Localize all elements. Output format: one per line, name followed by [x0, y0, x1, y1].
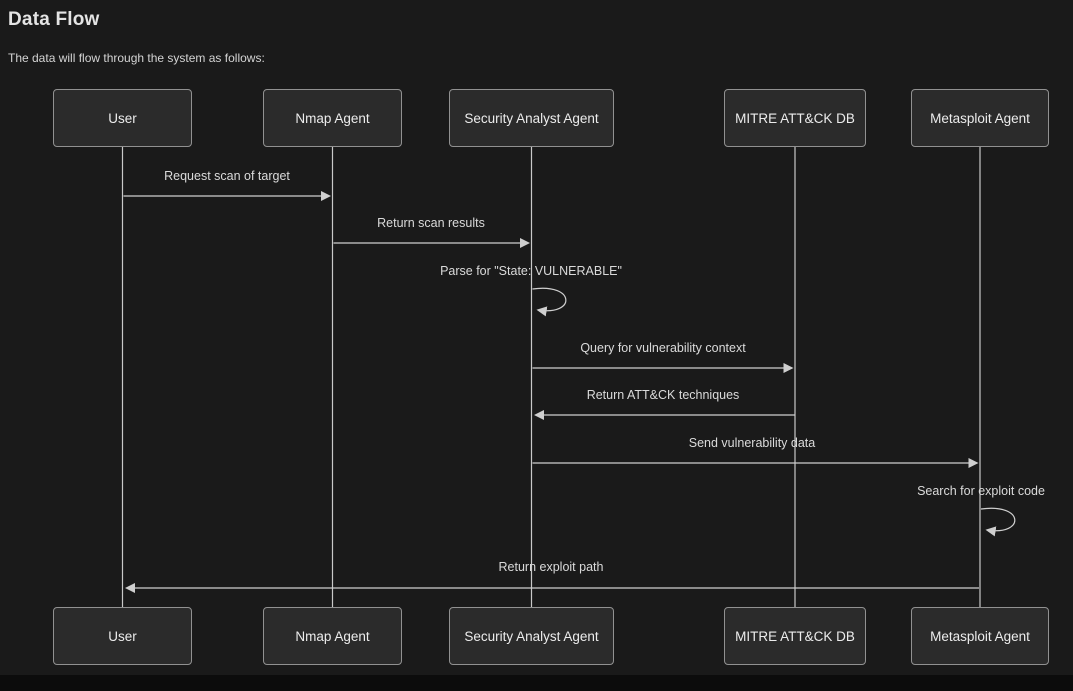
actor-metasploit-agent-top: Metasploit Agent [911, 89, 1049, 147]
message-return-attck-techniques: Return ATT&CK techniques [586, 388, 740, 402]
actor-user-bottom: User [53, 607, 192, 665]
message-parse-state-vulnerable: Parse for "State: VULNERABLE" [440, 264, 622, 278]
message-return-exploit-path: Return exploit path [498, 560, 604, 574]
message-return-scan-results: Return scan results [377, 216, 485, 230]
actor-security-analyst-agent-bottom: Security Analyst Agent [449, 607, 614, 665]
actor-nmap-agent-bottom: Nmap Agent [263, 607, 402, 665]
actor-mitre-attack-db-top: MITRE ATT&CK DB [724, 89, 866, 147]
self-loop-parse [532, 287, 567, 317]
actor-security-analyst-agent-top: Security Analyst Agent [449, 89, 614, 147]
message-send-vulnerability-data: Send vulnerability data [688, 436, 816, 450]
self-loop-search [980, 507, 1016, 537]
actor-nmap-agent-top: Nmap Agent [263, 89, 402, 147]
message-request-scan-of-target: Request scan of target [164, 169, 290, 183]
footer-band [0, 675, 1073, 691]
actor-mitre-attack-db-bottom: MITRE ATT&CK DB [724, 607, 866, 665]
actor-user-top: User [53, 89, 192, 147]
actor-metasploit-agent-bottom: Metasploit Agent [911, 607, 1049, 665]
page-title: Data Flow [8, 9, 100, 30]
page-subtitle: The data will flow through the system as… [8, 51, 265, 65]
message-search-for-exploit-code: Search for exploit code [917, 484, 1045, 498]
message-query-vulnerability-context: Query for vulnerability context [580, 341, 746, 355]
